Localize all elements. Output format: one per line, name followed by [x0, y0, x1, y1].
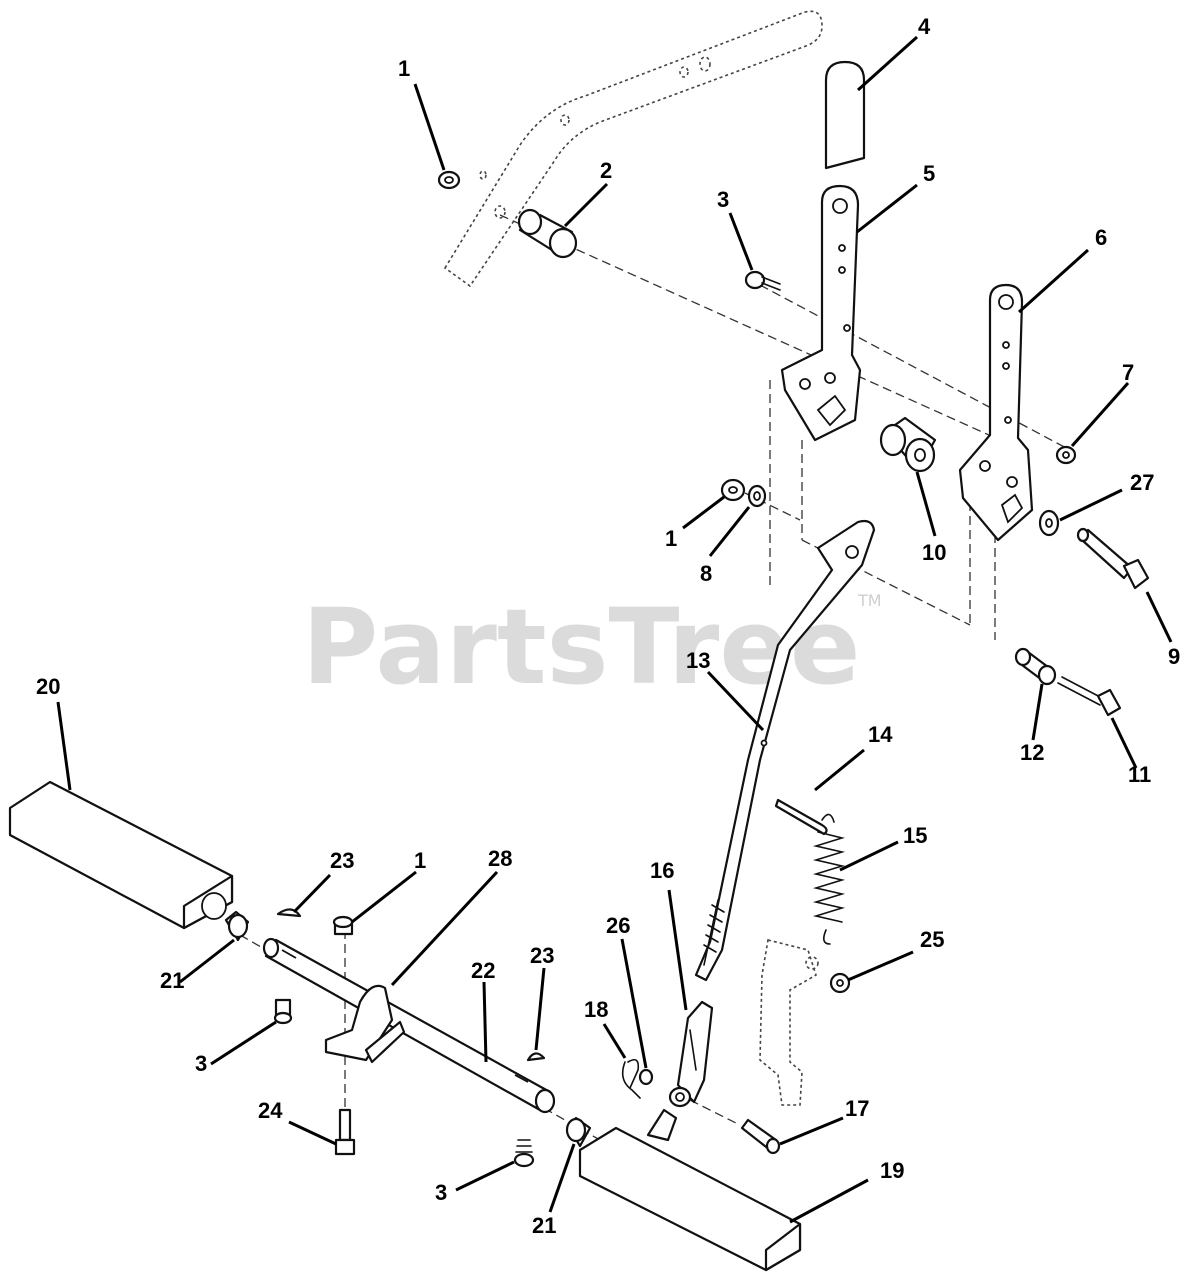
- bushing-part-21-right: [565, 1116, 592, 1148]
- spacer-part-12: [1014, 647, 1057, 686]
- callout-15: 15: [903, 823, 927, 848]
- frame-handle-phantom: [443, 10, 823, 288]
- callout-25: 25: [920, 927, 944, 952]
- callout-10: 10: [922, 540, 946, 565]
- callout-3-left: 3: [195, 1051, 207, 1076]
- setscrew-part-3-left: [273, 998, 293, 1025]
- lift-lever-part-5: [780, 184, 862, 442]
- link-arm-part-16: [668, 1000, 714, 1108]
- callout-16: 16: [650, 858, 674, 883]
- nut-part-7: [1055, 445, 1077, 465]
- bushing-part-2: [517, 208, 578, 259]
- callout-6: 6: [1095, 225, 1107, 250]
- nut-part-25: [829, 972, 851, 994]
- lift-rod-part-13: [694, 519, 876, 982]
- callout-19: 19: [880, 1158, 904, 1183]
- bolt-part-24: [334, 1108, 356, 1156]
- trademark-mark: TM: [857, 591, 882, 610]
- nut-part-1-bottom: [332, 915, 354, 936]
- callout-8: 8: [700, 561, 712, 586]
- callout-17: 17: [845, 1096, 869, 1121]
- callout-13: 13: [686, 648, 710, 673]
- hair-clip-part-18: [621, 1059, 641, 1099]
- callout-1-bottom: 1: [414, 848, 426, 873]
- callout-21-right: 21: [532, 1213, 556, 1238]
- callout-26: 26: [606, 913, 630, 938]
- callout-22: 22: [471, 958, 495, 983]
- brake-pedal-part-20: [8, 780, 234, 930]
- cotter-pin-part-14: [774, 798, 828, 836]
- callout-27: 27: [1130, 470, 1154, 495]
- callout-23-right: 23: [530, 943, 554, 968]
- callout-2: 2: [600, 158, 612, 183]
- callout-23-left: 23: [330, 848, 354, 873]
- callout-9: 9: [1168, 644, 1180, 669]
- callout-1: 1: [398, 56, 410, 81]
- callout-21-left: 21: [160, 968, 184, 993]
- setscrew-part-3-bottom: [513, 1139, 535, 1168]
- nut-part-1-middle: [720, 478, 746, 502]
- callout-labels: 1 2 3 4 5 6 7 27 1 8 10 9 13 12 11 20 14…: [36, 14, 1180, 1238]
- clevis-pin-part-17: [740, 1118, 781, 1155]
- woodruff-key-part-23-right: [526, 1052, 546, 1062]
- crank-bracket-phantom: [759, 939, 819, 1106]
- callout-3: 3: [717, 187, 729, 212]
- callout-4: 4: [918, 14, 931, 39]
- bolt-part-3-top: [744, 270, 781, 291]
- extension-spring-part-15: [812, 813, 846, 945]
- callout-7: 7: [1122, 360, 1134, 385]
- bolt-part-11: [1057, 676, 1122, 717]
- washer-part-8: [747, 484, 767, 508]
- callout-3-bottom: 3: [435, 1180, 447, 1205]
- cross-shaft-part-22: [262, 937, 556, 1114]
- callout-18: 18: [584, 997, 608, 1022]
- bushing-part-21-left: [224, 910, 250, 942]
- lever-grip-part-4: [824, 60, 866, 170]
- callout-14: 14: [868, 722, 893, 747]
- clutch-pedal-part-19: [578, 1108, 802, 1272]
- callout-1-middle: 1: [665, 526, 677, 551]
- hex-nut-part-1: [437, 170, 461, 190]
- callout-20: 20: [36, 674, 60, 699]
- washer-part-27: [1038, 509, 1060, 537]
- callout-12: 12: [1020, 740, 1044, 765]
- shoulder-bolt-part-9: [1076, 527, 1150, 590]
- washer-part-26: [638, 1068, 654, 1086]
- bushing-part-10: [879, 416, 937, 473]
- callout-11: 11: [1128, 762, 1151, 787]
- pivot-bracket-part-28: [324, 984, 406, 1064]
- callout-24: 24: [258, 1098, 283, 1123]
- callout-leaders: [56, 35, 1173, 1224]
- callout-28: 28: [488, 846, 512, 871]
- callout-5: 5: [923, 161, 935, 186]
- lift-lever-part-6: [958, 283, 1034, 542]
